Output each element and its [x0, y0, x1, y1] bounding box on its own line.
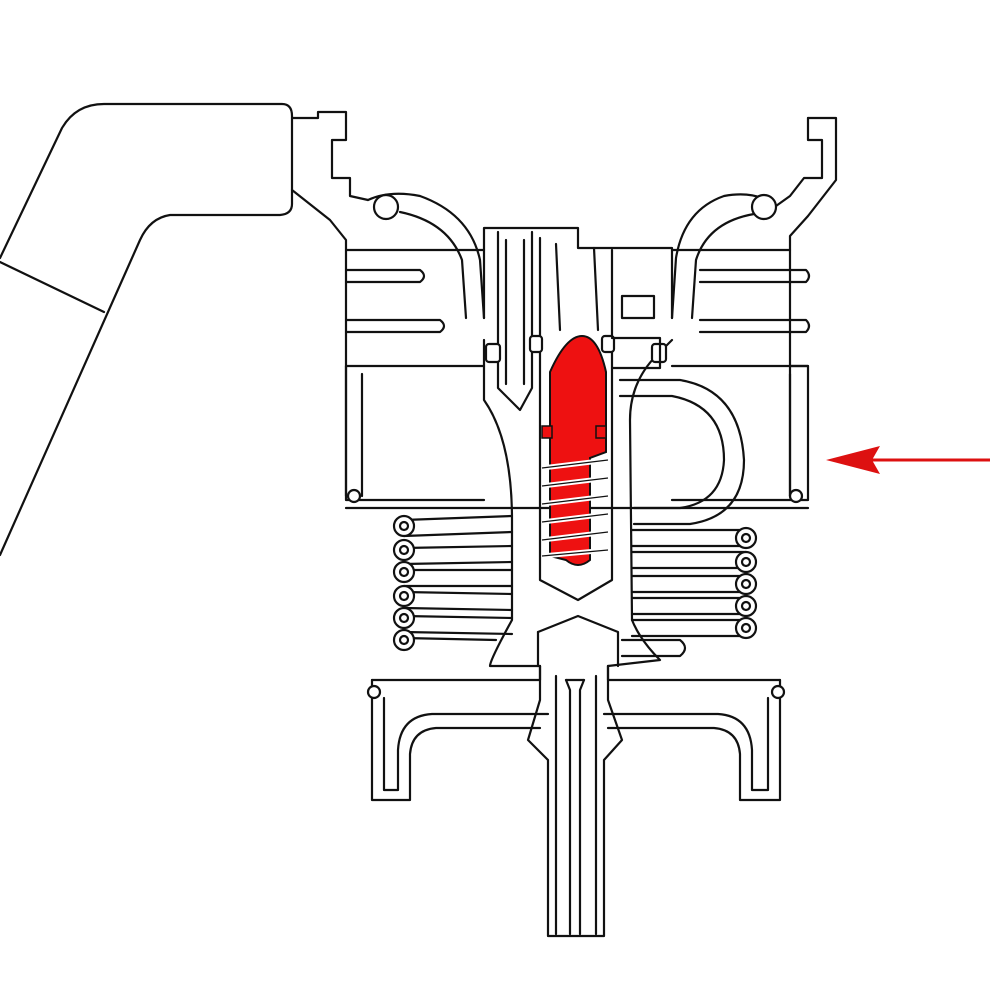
valve-body	[290, 116, 838, 510]
cooling-fins	[344, 268, 811, 334]
outlet-nozzle	[526, 664, 624, 938]
base-manifold	[366, 664, 786, 802]
bypass-loop-tube	[618, 378, 746, 658]
pointer-arrow	[826, 446, 990, 474]
coil-windings	[392, 514, 758, 652]
central-stem	[482, 230, 674, 668]
poppet-with-spring	[541, 334, 609, 566]
handle	[0, 102, 370, 557]
